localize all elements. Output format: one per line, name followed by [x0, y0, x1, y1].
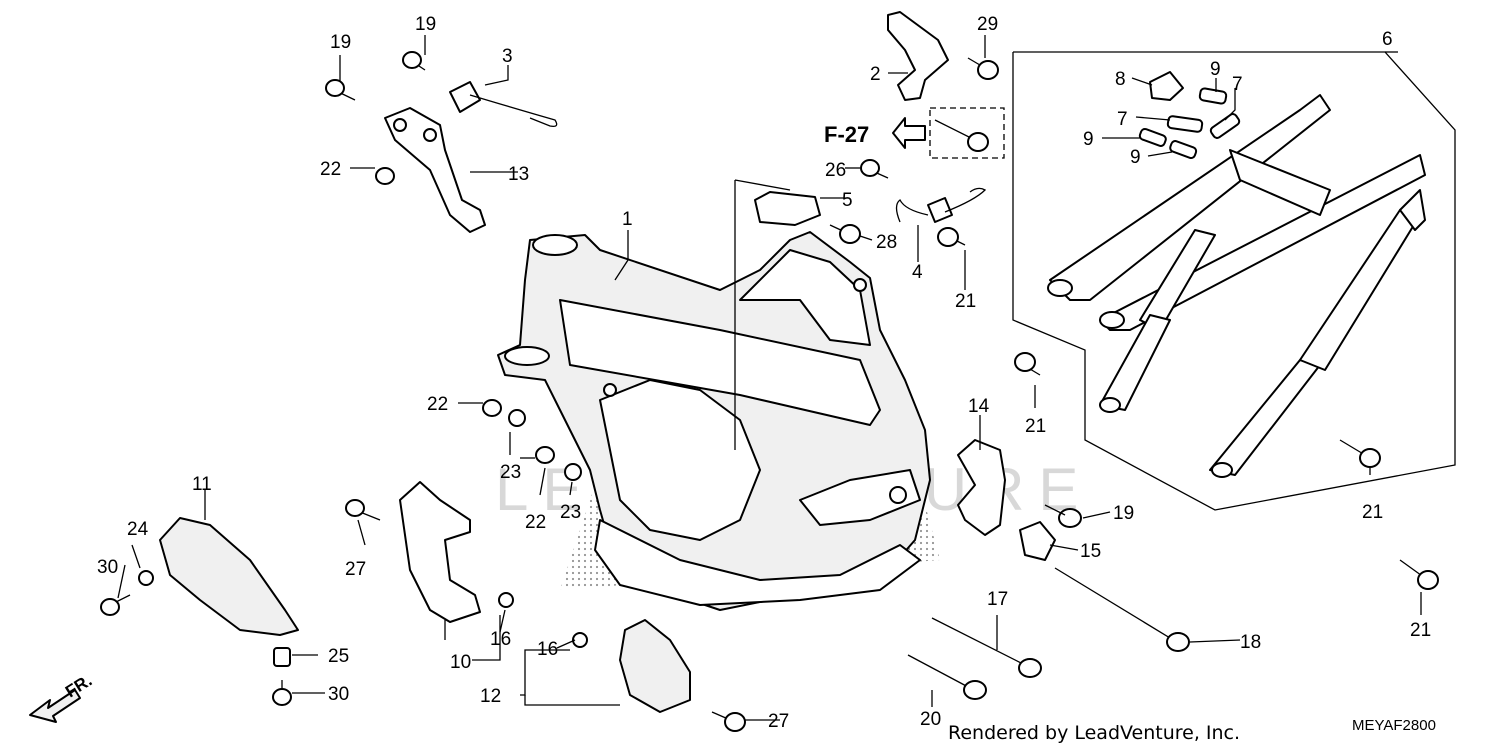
- callout-7a: 7: [1117, 109, 1128, 130]
- callout-29: 29: [977, 14, 998, 35]
- callout-15: 15: [1080, 541, 1101, 562]
- callout-7b: 7: [1232, 74, 1243, 95]
- callout-10: 10: [450, 652, 471, 673]
- callout-27a: 27: [345, 559, 366, 580]
- callout-30a: 30: [97, 557, 118, 578]
- bracket-13[interactable]: [384, 107, 486, 233]
- reference-label: F-27: [824, 122, 869, 147]
- callout-16a: 16: [537, 639, 558, 660]
- callout-22b: 22: [427, 394, 448, 415]
- footer-credit: Rendered by LeadVenture, Inc.: [948, 722, 1240, 744]
- bolts[interactable]: [100, 51, 1439, 732]
- callout-3: 3: [502, 46, 513, 67]
- skid-plate-11[interactable]: [159, 517, 299, 636]
- callout-21b: 21: [1025, 416, 1046, 437]
- bracket-5[interactable]: [754, 191, 821, 226]
- callout-28: 28: [876, 232, 897, 253]
- callout-20: 20: [920, 709, 941, 730]
- callout-13: 13: [508, 164, 529, 185]
- callout-18: 18: [1240, 632, 1261, 653]
- callout-9a: 9: [1210, 59, 1221, 80]
- subframe-group-box: [1012, 51, 1456, 511]
- callout-11: 11: [192, 474, 212, 495]
- callout-2: 2: [870, 64, 881, 85]
- main-frame[interactable]: [497, 231, 931, 611]
- callout-5: 5: [842, 190, 853, 211]
- callout-21c: 21: [1362, 502, 1383, 523]
- leader-lines: [117, 35, 1422, 721]
- callout-23b: 23: [560, 502, 581, 523]
- clip-4[interactable]: [895, 187, 987, 223]
- callout-25: 25: [328, 646, 349, 667]
- front-direction-arrow: FR.: [29, 671, 95, 723]
- f27-arrow: [892, 117, 926, 149]
- callout-1: 1: [622, 209, 633, 230]
- callout-12: 12: [480, 686, 501, 707]
- callout-27b: 27: [768, 711, 789, 732]
- clip-3[interactable]: [449, 81, 558, 128]
- bracket-14[interactable]: [957, 439, 1006, 536]
- callout-24: 24: [127, 519, 149, 540]
- callout-9c: 9: [1130, 147, 1141, 168]
- frame-guard-12[interactable]: [619, 619, 691, 713]
- callout-19b: 19: [415, 14, 436, 35]
- callout-4: 4: [912, 262, 923, 283]
- callout-22c: 22: [525, 512, 546, 533]
- callout-6: 6: [1382, 29, 1393, 50]
- callout-21d: 21: [1410, 620, 1431, 641]
- sub-frame[interactable]: [1047, 94, 1426, 478]
- callout-30b: 30: [328, 684, 349, 705]
- callout-14: 14: [968, 396, 990, 417]
- callout-21a: 21: [955, 291, 976, 312]
- callout-19c: 19: [1113, 503, 1134, 524]
- bracket-2[interactable]: [887, 11, 949, 101]
- rubber-pads[interactable]: [1138, 71, 1241, 160]
- callout-23a: 23: [500, 462, 521, 483]
- callout-8: 8: [1115, 69, 1126, 90]
- frame-guard-10[interactable]: [399, 481, 481, 623]
- callout-17: 17: [987, 589, 1008, 610]
- callout-9b: 9: [1083, 129, 1094, 150]
- callout-26: 26: [825, 160, 846, 181]
- nuts-washers[interactable]: [375, 167, 588, 648]
- callout-16b: 16: [490, 629, 511, 650]
- clip-15[interactable]: [1019, 521, 1056, 561]
- callout-labels: 1 2 3 4 5 6 7 7 8 9 9 9 10 11 12 13 14 1…: [97, 14, 1431, 732]
- callout-19a: 19: [330, 32, 351, 53]
- callout-22a: 22: [320, 159, 341, 180]
- f27-dashed-box: [929, 107, 1005, 159]
- diagram-code: MEYAF2800: [1352, 717, 1436, 734]
